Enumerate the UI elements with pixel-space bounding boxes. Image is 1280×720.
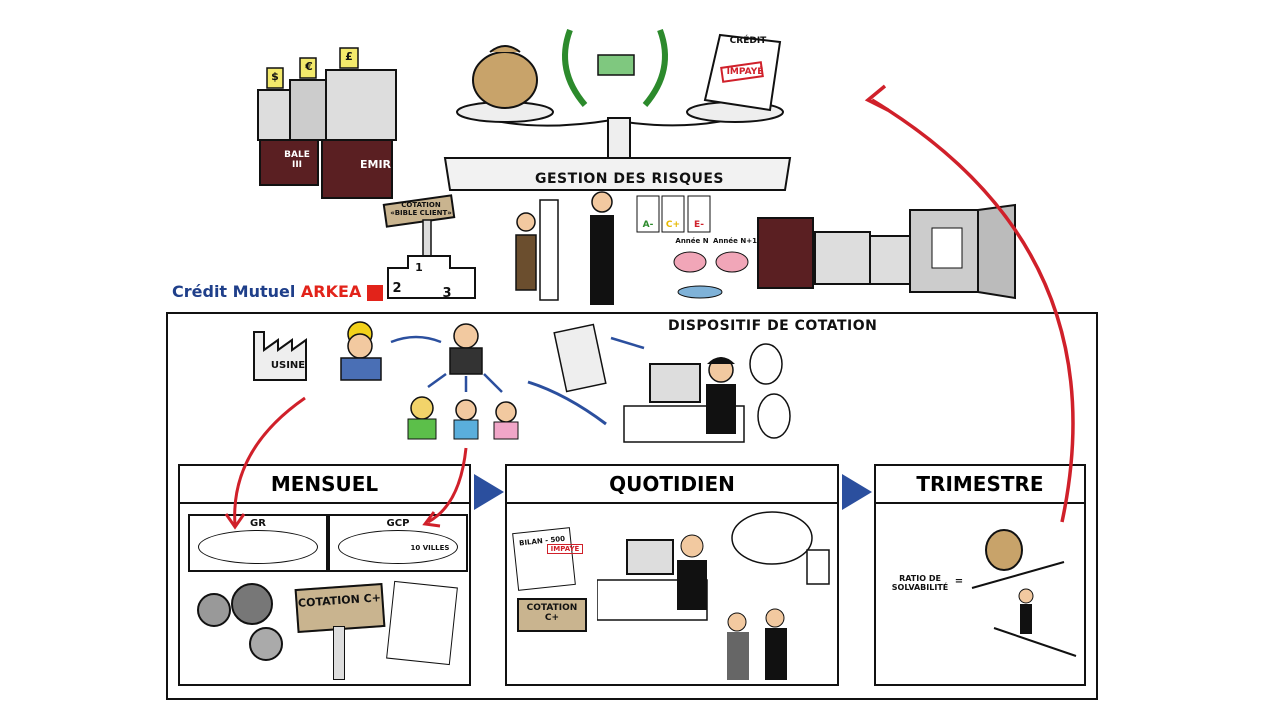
currency-buildings (257, 47, 397, 199)
gr-ellipse (198, 530, 318, 564)
panel-quotidien: QUOTIDIEN BILAN - 500 IMPAYÉ COTATION C+ (505, 464, 839, 686)
podium-2: 2 (392, 281, 402, 296)
impaye-stamp: IMPAYÉ (726, 67, 764, 77)
grade-e: E- (694, 220, 704, 230)
gr-box: GR (188, 514, 328, 572)
trimestre-illustration (971, 529, 1077, 657)
panel-trimestre: TRIMESTRE RATIO DE SOLVABILITÉ = (874, 464, 1086, 686)
podium-1: 1 (415, 261, 423, 274)
dollar-sign: $ (271, 70, 279, 83)
arrow-quotidien-to-trimestre (842, 474, 872, 510)
bale-label: BALE III (284, 150, 310, 170)
credit-mutuel-logo: Crédit Mutuel ARKEA (172, 282, 383, 301)
gears-icon (197, 583, 283, 661)
quotidien-illustration (597, 511, 830, 680)
grade-c: C+ (665, 220, 681, 230)
arkea-mark-icon (366, 284, 383, 301)
trimestre-title: TRIMESTRE (876, 466, 1084, 504)
people-top (515, 191, 749, 305)
grade-a: A- (642, 220, 654, 230)
sign-post (333, 626, 345, 680)
usine-label: USINE (270, 360, 306, 371)
mensuel-title: MENSUEL (180, 466, 469, 504)
top-illustration (257, 28, 1016, 305)
quotidien-title: QUOTIDIEN (507, 466, 837, 504)
cotation-sign-label: COTATION «BIBLE CLIENT» (390, 201, 452, 217)
dispositif-title: DISPOSITIF DE COTATION (668, 318, 878, 334)
pound-sign: £ (345, 50, 353, 63)
gcp-label: GCP (386, 518, 410, 529)
podium-3: 3 (442, 286, 452, 301)
gestion-title: GESTION DES RISQUES (535, 171, 725, 187)
ratio-equals: = (954, 576, 964, 587)
gcp-sub: 10 VILLES (410, 544, 450, 552)
dispositif-illustration (253, 321, 791, 443)
arrow-mensuel-to-quotidien (474, 474, 504, 510)
gcp-ellipse (338, 530, 458, 564)
quotidien-cotation-label: COTATION C+ (526, 603, 578, 623)
gcp-box: GCP 10 VILLES (328, 514, 468, 572)
panel-mensuel: MENSUEL GR GCP 10 VILLES COTATION C+ (178, 464, 471, 686)
year-n1: Année N+1 (713, 237, 757, 245)
gr-label: GR (250, 518, 266, 529)
ratio-label: RATIO DE SOLVABILITÉ (891, 574, 949, 592)
emir-label: EMIR (360, 158, 392, 171)
podium-group (382, 194, 476, 299)
euro-sign: € (305, 60, 313, 73)
logo-text-2: ARKEA (300, 282, 362, 301)
credit-label: CRÉDIT (729, 36, 767, 46)
balance-scale (443, 28, 792, 191)
year-n: Année N (675, 237, 709, 245)
vault-group (757, 203, 1016, 300)
logo-text-1: Crédit Mutuel (172, 282, 296, 301)
quotidien-cotation-sign: COTATION C+ (517, 598, 587, 632)
quotidien-impaye: IMPAYÉ (547, 544, 583, 554)
